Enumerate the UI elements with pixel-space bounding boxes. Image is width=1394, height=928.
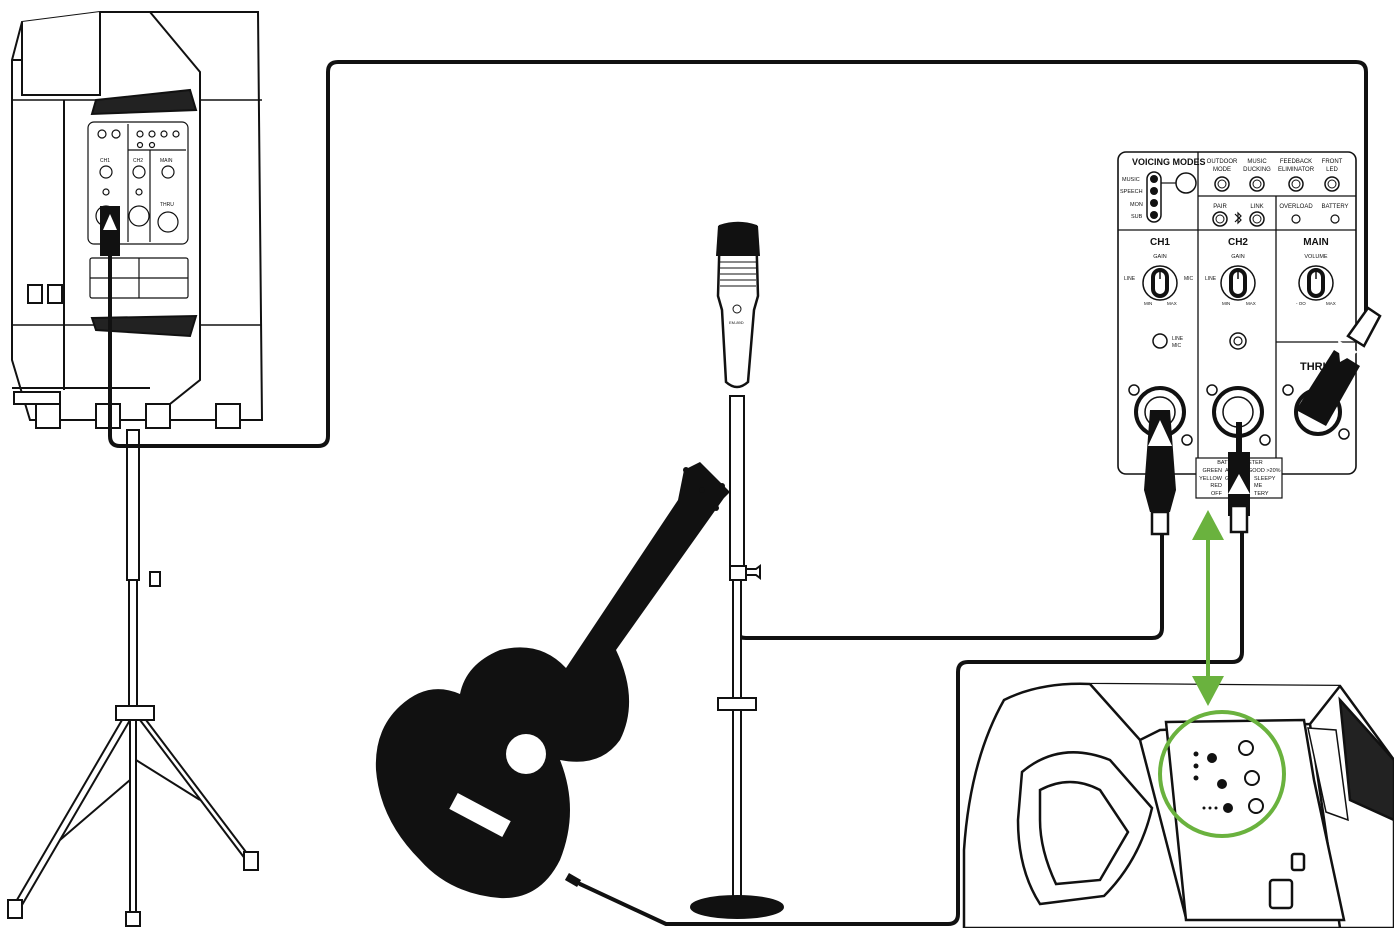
- battery-led: [1331, 215, 1339, 223]
- small-panel-ch2-label: CH2: [133, 158, 143, 164]
- front-led-label-2: LED: [1326, 167, 1338, 173]
- outdoor-mode-label-2: MODE: [1213, 167, 1231, 173]
- main-volume-knob[interactable]: [1299, 266, 1333, 300]
- battery-meter-state-tery: TERY: [1254, 491, 1269, 497]
- main-volume-label: VOLUME: [1304, 254, 1328, 260]
- voicing-mode-speech: SPEECH: [1120, 189, 1143, 195]
- music-ducking-label-2: DUCKING: [1243, 167, 1271, 173]
- voicing-led-music: [1150, 175, 1158, 183]
- voicing-modes-title: VOICING MODES: [1132, 157, 1206, 167]
- cable-mic-to-ch1: [736, 400, 1162, 638]
- overload-label: OVERLOAD: [1279, 204, 1313, 210]
- small-panel-thru-label: THRU: [160, 202, 174, 208]
- main-title: MAIN: [1303, 237, 1329, 248]
- left-speaker-input-plug: [100, 206, 120, 256]
- battery-meter-state-good: GOOD >20%: [1248, 468, 1281, 474]
- ch2-gain-label: GAIN: [1231, 254, 1244, 260]
- pair-button[interactable]: [1213, 212, 1227, 226]
- overload-led: [1292, 215, 1300, 223]
- battery-meter-green: GREEN: [1202, 468, 1222, 474]
- small-panel-ch1-label: CH1: [100, 158, 110, 164]
- voicing-mode-mon: MON: [1130, 202, 1143, 208]
- voicing-led-sub: [1150, 211, 1158, 219]
- ch2-max-label: MAX: [1246, 301, 1256, 306]
- feedback-eliminator-button[interactable]: [1289, 177, 1303, 191]
- ch1-mic-label: MIC: [1184, 276, 1194, 282]
- front-led-button[interactable]: [1325, 177, 1339, 191]
- microphone: EM-89D: [716, 223, 760, 387]
- outdoor-mode-label-1: OUTDOOR: [1207, 159, 1238, 165]
- battery-meter-yellow: YELLOW: [1199, 476, 1223, 482]
- acoustic-guitar: [376, 462, 730, 898]
- ch1-line-mic-switch[interactable]: [1153, 334, 1167, 348]
- ch1-gain-label: GAIN: [1153, 254, 1166, 260]
- battery-meter-state-sleepy: SLEEPY: [1254, 476, 1276, 482]
- voicing-led-speech: [1150, 187, 1158, 195]
- battery-meter-off: OFF: [1211, 491, 1223, 497]
- left-speaker: CH1 CH2 MAIN THRU: [8, 12, 262, 926]
- ch2-jack-small[interactable]: [1230, 333, 1246, 349]
- main-max-label: MAX: [1326, 301, 1336, 306]
- feedback-eliminator-label-2: ELIMINATOR: [1278, 167, 1315, 173]
- ch1-title: CH1: [1150, 237, 1170, 248]
- battery-label: BATTERY: [1321, 204, 1348, 210]
- speaker-stand: [8, 430, 258, 926]
- music-ducking-button[interactable]: [1250, 177, 1264, 191]
- battery-meter-red: RED: [1210, 483, 1222, 489]
- voicing-led-mon: [1150, 199, 1158, 207]
- battery-meter-state-me: ME: [1254, 483, 1263, 489]
- voicing-mode-sub: SUB: [1131, 214, 1143, 220]
- ch1-xlr-plug: [1144, 410, 1176, 534]
- ch2-line-label: LINE: [1205, 276, 1217, 282]
- pair-label: PAIR: [1213, 204, 1227, 210]
- link-arrow: [1192, 510, 1224, 706]
- ch2-title: CH2: [1228, 237, 1248, 248]
- ch2-min-label: MIN: [1222, 301, 1230, 306]
- small-panel-main-label: MAIN: [160, 158, 173, 164]
- link-button[interactable]: [1250, 212, 1264, 226]
- link-label: LINK: [1250, 204, 1263, 210]
- ch1-max-label: MAX: [1167, 301, 1177, 306]
- microphone-model-label: EM-89D: [729, 320, 744, 325]
- bottom-right-speaker: [964, 684, 1394, 928]
- outdoor-mode-button[interactable]: [1215, 177, 1229, 191]
- voicing-mode-button[interactable]: [1176, 173, 1196, 193]
- ch1-line-label: LINE: [1124, 276, 1136, 282]
- music-ducking-label-1: MUSIC: [1247, 159, 1267, 165]
- front-led-label-1: FRONT: [1322, 159, 1343, 165]
- feedback-eliminator-label-1: FEEDBACK: [1280, 159, 1312, 165]
- ch2-gain-knob[interactable]: [1221, 266, 1255, 300]
- ch1-switch-line-label: LINE: [1172, 336, 1184, 342]
- ch1-gain-knob[interactable]: [1143, 266, 1177, 300]
- ch1-switch-mic-label: MIC: [1172, 343, 1182, 349]
- voicing-mode-music: MUSIC: [1122, 177, 1140, 183]
- main-min-label: - OO: [1296, 301, 1306, 306]
- ch1-min-label: MIN: [1144, 301, 1152, 306]
